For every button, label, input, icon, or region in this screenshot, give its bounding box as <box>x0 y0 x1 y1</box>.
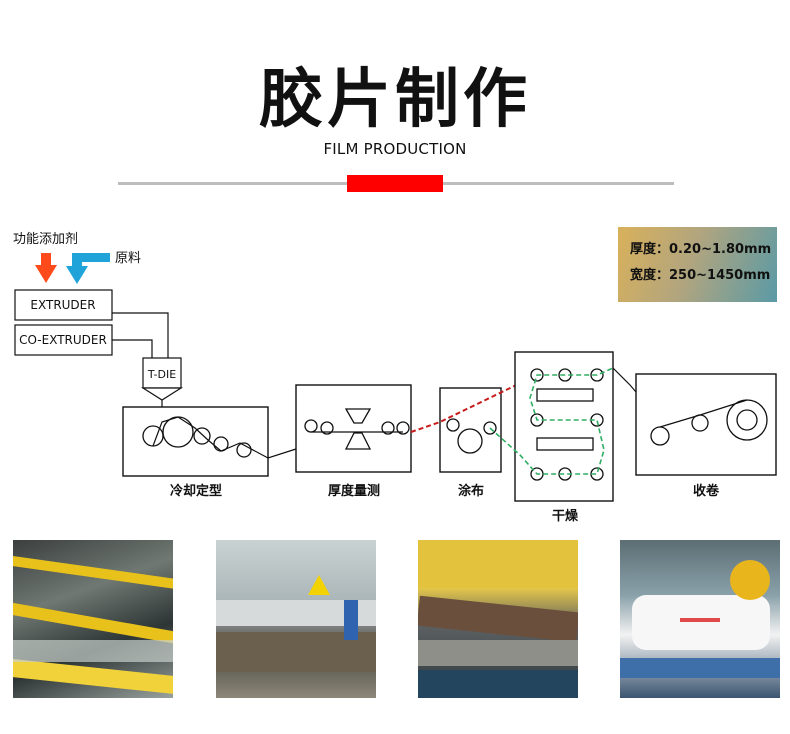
process-diagram: 功能添加剂 原料 EXTRUDER CO-EXTRUDER T-DIE <box>13 232 777 524</box>
calender-machine-photo-icon <box>216 540 376 698</box>
page-title: 胶片制作 <box>259 63 531 137</box>
stage-label-drying: 干燥 <box>552 508 579 524</box>
thickness-gauge-icon <box>344 408 372 450</box>
film-rollers-photo-icon <box>13 540 173 698</box>
stage-label-thickness: 厚度量测 <box>328 483 380 499</box>
spec-thickness: 厚度：0.20~1.80mm <box>630 242 772 257</box>
co-extruder-box <box>14 324 113 356</box>
dryer-heater-top <box>536 388 594 402</box>
stage-label-coating: 涂布 <box>458 483 484 499</box>
stage-label-cooling: 冷却定型 <box>170 483 222 499</box>
coating-path <box>410 374 538 433</box>
raw-material-label: 原料 <box>115 251 141 266</box>
title-divider-accent <box>347 175 443 192</box>
coating-roller-photo-icon <box>418 540 578 698</box>
thickness-rollers <box>304 419 410 435</box>
dryer-heater-bottom <box>536 437 594 451</box>
co-extruder-connector <box>112 339 153 358</box>
winding-wrap-path <box>659 399 748 428</box>
spec-width: 宽度：250~1450mm <box>630 268 771 283</box>
stage-label-winding: 收卷 <box>693 483 720 499</box>
drying-path <box>489 367 614 475</box>
extruder-box <box>14 289 113 321</box>
cooling-film-path <box>152 416 297 459</box>
raw-material-arrow-icon <box>66 253 110 284</box>
spec-box: 厚度：0.20~1.80mm 宽度：250~1450mm <box>618 227 777 302</box>
extruder-connector <box>112 312 169 358</box>
t-die-label: T-DIE <box>147 368 176 381</box>
winding-rollers <box>650 399 768 446</box>
additive-arrow-icon <box>35 253 57 283</box>
film-roll-photo-icon <box>620 540 780 698</box>
page-subtitle: FILM PRODUCTION <box>323 140 467 158</box>
cooling-rollers <box>142 416 252 458</box>
co-extruder-label: CO-EXTRUDER <box>19 333 107 347</box>
extruder-label: EXTRUDER <box>30 298 95 312</box>
additive-label: 功能添加剂 <box>13 232 78 247</box>
